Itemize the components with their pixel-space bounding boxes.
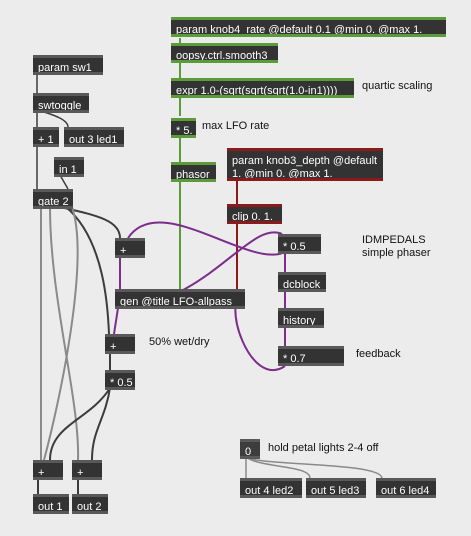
out2-object[interactable]: out 2 [72, 494, 108, 514]
param-knob4-rate-object[interactable]: param knob4_rate @default 0.1 @min 0. @m… [171, 17, 446, 37]
plus-d-object[interactable]: + [72, 460, 102, 480]
cord-in1-gate2 [59, 174, 69, 190]
plus-c-object[interactable]: + [33, 460, 63, 480]
idmpedals-comment: IDMPEDALS [362, 234, 426, 246]
mul05b-object[interactable]: * 0.5 [105, 370, 135, 390]
swtoggle-object[interactable]: swtoggle [33, 93, 89, 113]
mul07-object[interactable]: * 0.7 [278, 346, 344, 366]
cord-gate-out3-plus-b [65, 206, 110, 335]
cord-msg0-out6 [245, 456, 383, 479]
history-object[interactable]: history [278, 308, 324, 328]
message-zero-box[interactable]: 0 [240, 439, 260, 459]
feedback-comment: feedback [356, 348, 401, 360]
plus-b-object[interactable]: + [105, 334, 135, 354]
mul05a-object[interactable]: * 0.5 [278, 234, 321, 254]
out3-led1-object[interactable]: out 3 led1 [64, 127, 124, 147]
quartic-scaling-comment: quartic scaling [362, 80, 433, 92]
wet-dry-comment: 50% wet/dry [149, 336, 210, 348]
in1-object[interactable]: in 1 [54, 157, 84, 177]
cord-mul05b-plus-c [49, 387, 111, 461]
cord-gate-out3-plus-a [59, 206, 121, 239]
cord-gate-out2-plus-d [49, 206, 80, 461]
gate2-object[interactable]: gate 2 [33, 189, 73, 209]
plus1-object[interactable]: + 1 [33, 127, 59, 147]
out5-led3-object[interactable]: out 5 led3 [306, 478, 366, 498]
out6-led4-object[interactable]: out 6 led4 [376, 478, 436, 498]
smooth-object[interactable]: oopsy.ctrl.smooth3 [171, 43, 278, 63]
mul5-object[interactable]: * 5. [171, 118, 196, 138]
cord-gen-plus-b [113, 307, 119, 335]
cord-mul05a-plus-a [127, 221, 286, 256]
gen-lfo-allpass-object[interactable]: gen @title LFO-allpass [115, 289, 245, 309]
clip-object[interactable]: clip 0. 1. [227, 204, 282, 224]
phasor-object[interactable]: phasor [171, 162, 216, 182]
plus-a-object[interactable]: + [115, 238, 145, 258]
cord-msg0-out5 [245, 456, 311, 479]
hold-lights-comment: hold petal lights 2-4 off [268, 442, 379, 454]
param-sw1-object[interactable]: param sw1 [33, 55, 103, 75]
cord-mul05b-plus-d [91, 387, 111, 461]
simple-phaser-comment: simple phaser [362, 247, 431, 259]
param-knob3-depth-object[interactable]: param knob3_depth @default 1. @min 0. @m… [227, 148, 383, 181]
cord-gate-out4-plus-c [43, 206, 79, 461]
max-lfo-rate-comment: max LFO rate [202, 120, 270, 132]
out1-object[interactable]: out 1 [33, 494, 69, 514]
dcblock-object[interactable]: dcblock [278, 272, 326, 292]
out4-led2-object[interactable]: out 4 led2 [240, 478, 302, 498]
expr-object[interactable]: expr 1.0-(sqrt(sqrt(sqrt(1.0-in1)))) [171, 78, 354, 98]
